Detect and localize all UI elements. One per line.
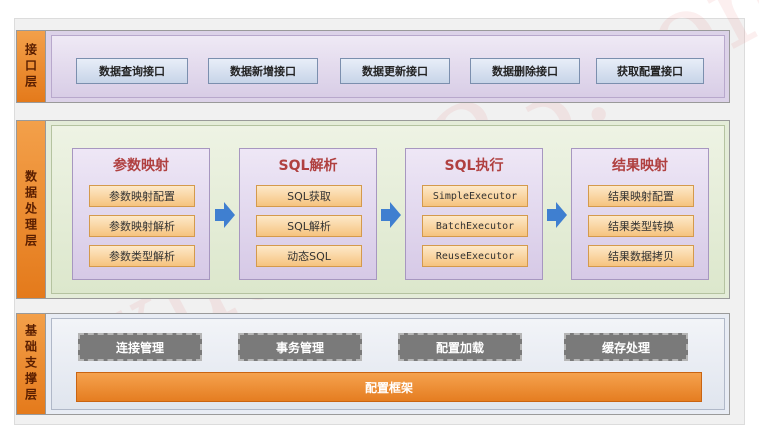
result-mapping-module: 结果映射 结果映射配置 结果类型转换 结果数据拷贝 bbox=[571, 148, 709, 280]
module-title: SQL执行 bbox=[444, 158, 504, 174]
arrow-right-icon bbox=[547, 202, 567, 228]
interface-layer-label: 接口层 bbox=[17, 31, 46, 102]
processing-layer-panel: 参数映射 参数映射配置 参数映射解析 参数类型解析 SQL解析 SQL获取 SQ… bbox=[51, 125, 725, 294]
module-item: 结果类型转换 bbox=[588, 215, 694, 237]
connection-management-box: 连接管理 bbox=[78, 333, 202, 361]
base-layer-panel: 连接管理 事务管理 配置加载 缓存处理 配置框架 bbox=[51, 318, 725, 410]
delete-interface-box: 数据删除接口 bbox=[470, 58, 580, 84]
processing-layer-label: 数据处理层 bbox=[17, 121, 46, 298]
module-item: 结果映射配置 bbox=[588, 185, 694, 207]
module-item: SimpleExecutor bbox=[422, 185, 528, 207]
module-item: SQL获取 bbox=[256, 185, 362, 207]
config-loading-box: 配置加载 bbox=[398, 333, 522, 361]
module-title: 结果映射 bbox=[612, 158, 668, 174]
module-item: BatchExecutor bbox=[422, 215, 528, 237]
arrow-right-icon bbox=[381, 202, 401, 228]
insert-interface-box: 数据新增接口 bbox=[208, 58, 318, 84]
param-mapping-module: 参数映射 参数映射配置 参数映射解析 参数类型解析 bbox=[72, 148, 210, 280]
base-layer-label: 基础支撑层 bbox=[17, 314, 46, 414]
sql-execute-module: SQL执行 SimpleExecutor BatchExecutor Reuse… bbox=[405, 148, 543, 280]
module-title: SQL解析 bbox=[278, 158, 338, 174]
base-support-layer: 基础支撑层 连接管理 事务管理 配置加载 缓存处理 配置框架 bbox=[16, 313, 730, 415]
interface-layer-panel: 数据查询接口 数据新增接口 数据更新接口 数据删除接口 获取配置接口 bbox=[51, 35, 725, 98]
module-item: ReuseExecutor bbox=[422, 245, 528, 267]
config-interface-box: 获取配置接口 bbox=[596, 58, 704, 84]
module-title: 参数映射 bbox=[113, 158, 169, 174]
config-framework-bar: 配置框架 bbox=[76, 372, 702, 402]
interface-layer: 接口层 数据查询接口 数据新增接口 数据更新接口 数据删除接口 获取配置接口 bbox=[16, 30, 730, 103]
module-item: 参数类型解析 bbox=[89, 245, 195, 267]
query-interface-box: 数据查询接口 bbox=[76, 58, 188, 84]
arrow-right-icon bbox=[215, 202, 235, 228]
module-item: 参数映射解析 bbox=[89, 215, 195, 237]
module-item: 动态SQL bbox=[256, 245, 362, 267]
module-item: 结果数据拷贝 bbox=[588, 245, 694, 267]
transaction-management-box: 事务管理 bbox=[238, 333, 362, 361]
module-item: 参数映射配置 bbox=[89, 185, 195, 207]
processing-layer: 数据处理层 参数映射 参数映射配置 参数映射解析 参数类型解析 SQL解析 SQ… bbox=[16, 120, 730, 299]
sql-parse-module: SQL解析 SQL获取 SQL解析 动态SQL bbox=[239, 148, 377, 280]
cache-handling-box: 缓存处理 bbox=[564, 333, 688, 361]
update-interface-box: 数据更新接口 bbox=[340, 58, 450, 84]
module-item: SQL解析 bbox=[256, 215, 362, 237]
